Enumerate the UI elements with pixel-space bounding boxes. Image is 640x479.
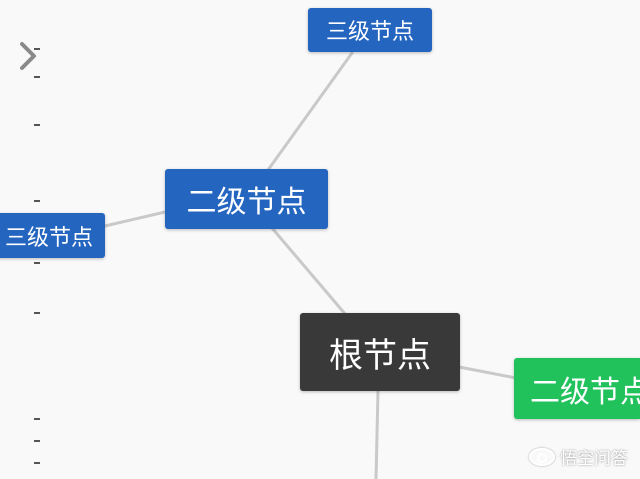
ghost-mark — [34, 262, 40, 264]
watermark-logo-icon — [529, 447, 555, 466]
level3-node-left[interactable]: 三级节点 — [0, 213, 105, 258]
edge-l2-to-l3-top — [266, 51, 354, 172]
ghost-mark — [34, 312, 40, 314]
level3-node-top[interactable]: 三级节点 — [308, 8, 432, 52]
root-node[interactable]: 根节点 — [300, 313, 460, 391]
watermark: 悟空问答 — [529, 444, 628, 469]
ghost-mark — [34, 124, 40, 126]
edge-root-to-l2-green — [457, 365, 518, 380]
level2-node-green[interactable]: 二级节点 — [514, 358, 640, 419]
edge-root-down — [374, 388, 380, 479]
watermark-text: 悟空问答 — [560, 449, 628, 469]
ghost-mark — [34, 76, 40, 78]
ghost-mark — [34, 48, 40, 50]
edge-l2-to-l3-left — [103, 210, 167, 228]
ghost-mark — [34, 462, 40, 464]
level2-node-blue[interactable]: 二级节点 — [165, 169, 328, 229]
ghost-mark — [34, 440, 40, 442]
ghost-mark — [34, 200, 40, 202]
ghost-mark — [34, 418, 40, 420]
edge-root-to-l2-blue — [270, 226, 348, 317]
back-chevron-icon[interactable] — [14, 40, 42, 72]
